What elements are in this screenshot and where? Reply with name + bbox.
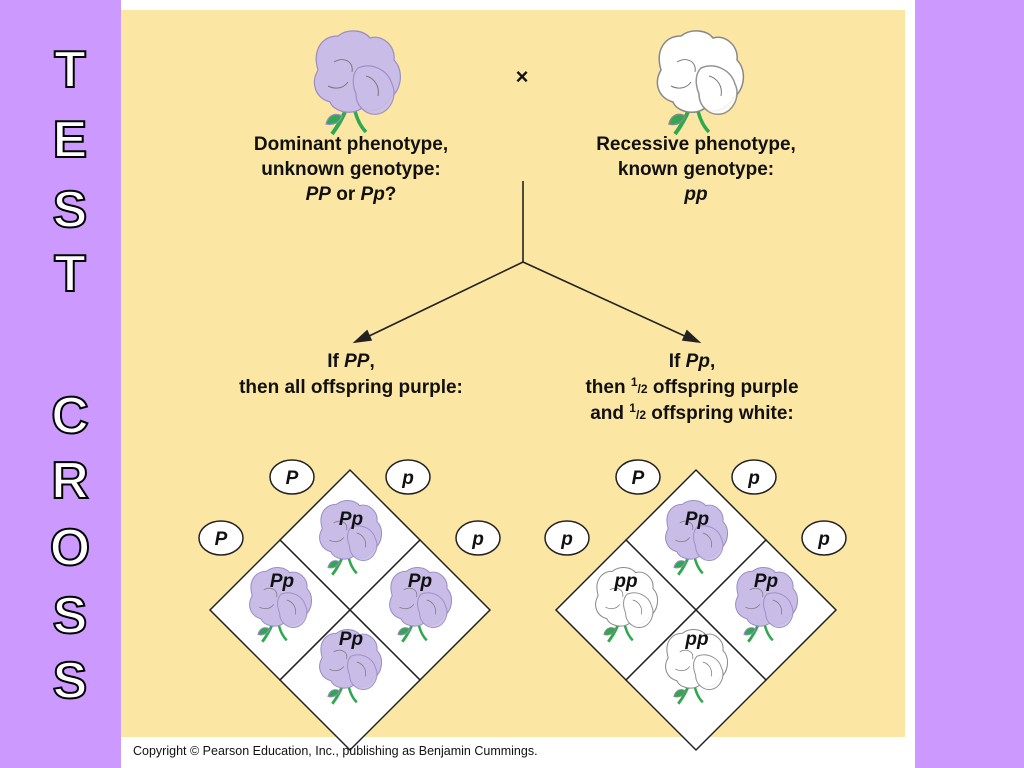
allele-circle: P [269,459,315,495]
genotype-label: pp [613,571,637,592]
copyright-notice: Copyright © Pearson Education, Inc., pub… [133,744,538,758]
svg-text:then all offspring purple:: then all offspring purple: [239,377,463,398]
svg-text:Dominant phenotype,: Dominant phenotype, [254,134,448,155]
outcome-pp-caption: If PP, then all offspring purple: [239,351,463,398]
allele-circle: P [615,459,661,495]
cross-symbol: × [516,64,529,89]
svg-text:p: p [747,468,760,489]
genotype-label: Pp [339,509,363,530]
genotype-label: Pp [270,571,294,592]
svg-text:If Pp,: If Pp, [669,351,715,372]
svg-text:and 1/2 offspring white:: and 1/2 offspring white: [590,401,794,424]
figure-panel: × Dominant phenotype, unknown genotype: … [121,0,915,768]
svg-text:P: P [286,468,299,489]
recessive-parent-caption: Recessive phenotype, known genotype: pp [596,134,796,205]
svg-text:p: p [560,529,573,550]
arrow-head-right [681,329,702,344]
svg-text:p: p [471,529,484,550]
side-title-letter: S [52,587,89,645]
side-title-letter: T [53,41,87,99]
test-cross-diagram: × Dominant phenotype, unknown genotype: … [121,10,905,752]
genotype-label: pp [684,629,708,650]
punnett-square-right: Pp pp Pp pp P p p p [544,459,847,752]
genotype-label: Pp [754,571,778,592]
svg-text:known genotype:: known genotype: [618,159,774,180]
side-title-letter: T [53,245,87,303]
branch-arrows [352,181,702,344]
outcome-pp-het-caption: If Pp, then 1/2 offspring purple and 1/2… [585,351,798,424]
punnett-square-left: Pp Pp Pp Pp P p P p [198,459,501,752]
side-title-letter: R [50,452,90,510]
svg-text:p: p [817,529,830,550]
genotype-label: Pp [685,509,709,530]
dominant-parent-caption: Dominant phenotype, unknown genotype: PP… [254,134,448,205]
svg-text:pp: pp [683,184,707,205]
genotype-label: Pp [408,571,432,592]
allele-circle: p [801,520,847,556]
svg-text:If PP,: If PP, [327,351,375,372]
side-title-letter: O [49,519,91,577]
svg-text:then 1/2 offspring purple: then 1/2 offspring purple [585,375,798,398]
svg-text:Recessive phenotype,: Recessive phenotype, [596,134,796,155]
genotype-label: Pp [339,629,363,650]
svg-text:unknown genotype:: unknown genotype: [261,159,440,180]
allele-circle: p [385,459,431,495]
allele-circle: p [731,459,777,495]
svg-text:p: p [401,468,414,489]
arrow-head-left [352,329,373,344]
side-title-letter: S [52,181,89,239]
svg-text:PP or Pp?: PP or Pp? [306,184,397,205]
allele-circle: P [198,520,244,556]
side-title-letter: C [50,387,90,445]
allele-circle: p [544,520,590,556]
side-title-letter: S [52,652,89,710]
side-title-letter: E [52,111,89,169]
svg-text:P: P [215,529,228,550]
svg-text:P: P [632,468,645,489]
allele-circle: p [455,520,501,556]
